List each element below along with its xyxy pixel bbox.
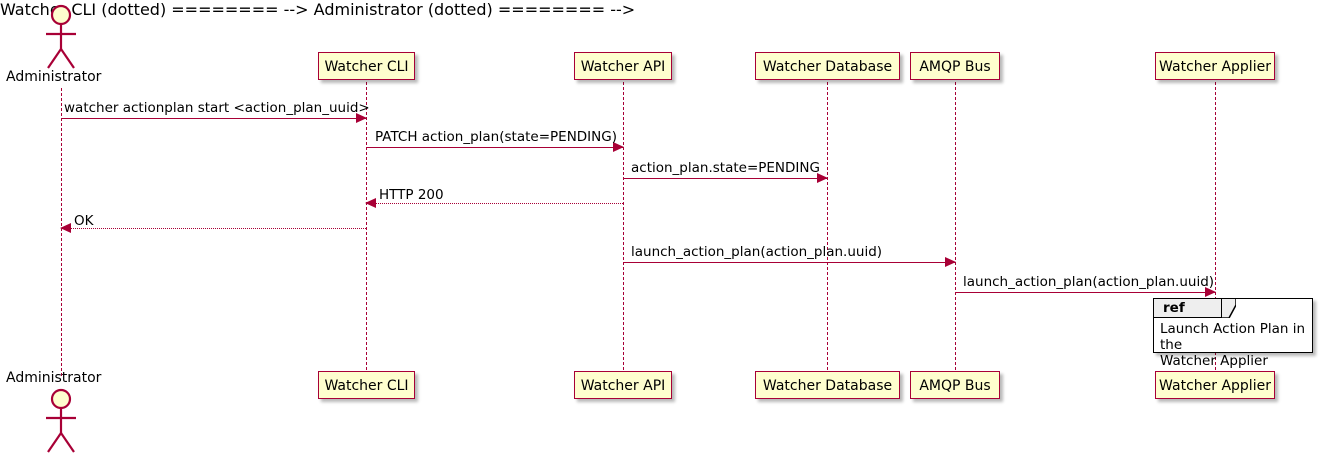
actor-stick-figure-icon <box>46 388 76 453</box>
message-line <box>366 203 623 204</box>
participant-box-watcher-api-top[interactable]: Watcher API <box>574 52 672 80</box>
participant-box-watcher-cli-top[interactable]: Watcher CLI <box>318 52 415 80</box>
message-label-action-plan-state-pending: action_plan.state=PENDING <box>631 160 820 176</box>
participant-box-watcher-applier-top[interactable]: Watcher Applier <box>1155 52 1275 80</box>
message-label-http-200: HTTP 200 <box>379 187 444 203</box>
message-line <box>366 147 623 148</box>
arrowhead-right-icon <box>613 142 624 152</box>
ref-fragment-box[interactable]: ref Launch Action Plan in the Watcher Ap… <box>1153 298 1313 369</box>
arrowhead-right-icon <box>1205 287 1216 297</box>
ref-fragment-body: Launch Action Plan in the Watcher Applie… <box>1160 321 1308 369</box>
message-line <box>623 178 827 179</box>
lifeline-watcher-applier <box>1215 82 1216 370</box>
participant-box-amqp-bus-bottom[interactable]: AMQP Bus <box>910 371 1000 399</box>
message-label-patch-action-plan: PATCH action_plan(state=PENDING) <box>375 129 617 145</box>
participant-box-watcher-cli-bottom[interactable]: Watcher CLI <box>318 371 415 399</box>
ref-fragment-body-line-2: Watcher Applier <box>1160 353 1268 369</box>
lifeline-watcher-cli <box>366 82 367 370</box>
arrowhead-right-icon <box>817 173 828 183</box>
ref-tab-corner-icon <box>1222 299 1236 318</box>
ref-fragment-tab <box>1154 299 1236 318</box>
participant-box-watcher-database-top[interactable]: Watcher Database <box>755 52 900 80</box>
message-line <box>61 228 366 229</box>
participant-box-amqp-bus-top[interactable]: AMQP Bus <box>910 52 1000 80</box>
lifeline-watcher-database <box>827 82 828 370</box>
actor-label-administrator-bottom: Administrator <box>6 370 102 386</box>
arrowhead-right-icon <box>356 113 367 123</box>
message-label-launch-action-plan-api-to-bus: launch_action_plan(action_plan.uuid) <box>631 244 883 260</box>
arrowhead-right-icon <box>945 257 956 267</box>
participant-box-watcher-database-bottom[interactable]: Watcher Database <box>755 371 900 399</box>
message-label-launch-action-plan-bus-to-applier: launch_action_plan(action_plan.uuid) <box>963 274 1215 290</box>
message-label-watcher-actionplan-start: watcher actionplan start <action_plan_uu… <box>64 100 370 116</box>
ref-fragment-tab-label: ref <box>1163 300 1185 316</box>
message-line <box>61 118 366 119</box>
lifeline-amqp-bus <box>955 82 956 370</box>
ref-fragment-body-line-1: Launch Action Plan in the <box>1160 321 1306 353</box>
message-line <box>623 262 955 263</box>
actor-label-administrator-top: Administrator <box>6 69 102 85</box>
actor-stick-figure-icon <box>46 4 76 69</box>
participant-box-watcher-api-bottom[interactable]: Watcher API <box>574 371 672 399</box>
participant-box-watcher-applier-bottom[interactable]: Watcher Applier <box>1155 371 1275 399</box>
lifeline-watcher-api <box>623 82 624 370</box>
actor-administrator-top <box>0 0 130 90</box>
message-line <box>955 292 1215 293</box>
message-label-ok: OK <box>74 213 94 229</box>
arrowhead-left-icon <box>60 223 71 233</box>
arrowhead-left-icon <box>365 198 376 208</box>
actor-administrator-bottom <box>0 386 130 456</box>
